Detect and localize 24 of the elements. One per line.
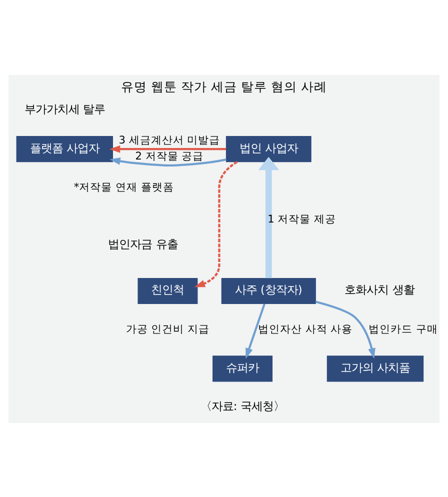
node-box: 법인 사업자 <box>226 136 312 162</box>
arrow <box>110 144 226 152</box>
arrow <box>246 303 266 358</box>
arrow <box>315 300 376 358</box>
edge-label: 법인카드 구매 <box>368 322 438 335</box>
label: 법인자금 유출 <box>108 237 178 250</box>
arrow <box>194 160 238 287</box>
edge-label: 법인자산 사적 사용 <box>258 322 353 335</box>
arrow <box>110 157 226 166</box>
node-box: 친인척 <box>138 277 198 304</box>
node-label: *저작물 연재 플랫폼 <box>74 180 174 193</box>
node-box: 슈퍼카 <box>212 355 273 382</box>
edge-label: 1 저작물 제공 <box>268 213 336 226</box>
edge-label: 3 세금계산서 미발급 <box>118 134 220 146</box>
node-box: 사주 (창작자) <box>221 277 316 304</box>
node-box: 고가의 사치품 <box>326 355 424 382</box>
node-label: 가공 인건비 지급 <box>126 322 210 335</box>
diagram-title: 유명 웹툰 작가 세금 탈루 혐의 사례 <box>120 78 328 94</box>
edge-label: 2 저작물 공급 <box>135 150 204 162</box>
node-box: 플랫폼 사업자 <box>16 136 113 162</box>
label: 부가가치세 탈루 <box>24 102 105 116</box>
label: 〈자료: 국세청〉 <box>200 400 285 413</box>
arrow <box>258 156 280 278</box>
label: 호화사치 생활 <box>344 283 414 296</box>
